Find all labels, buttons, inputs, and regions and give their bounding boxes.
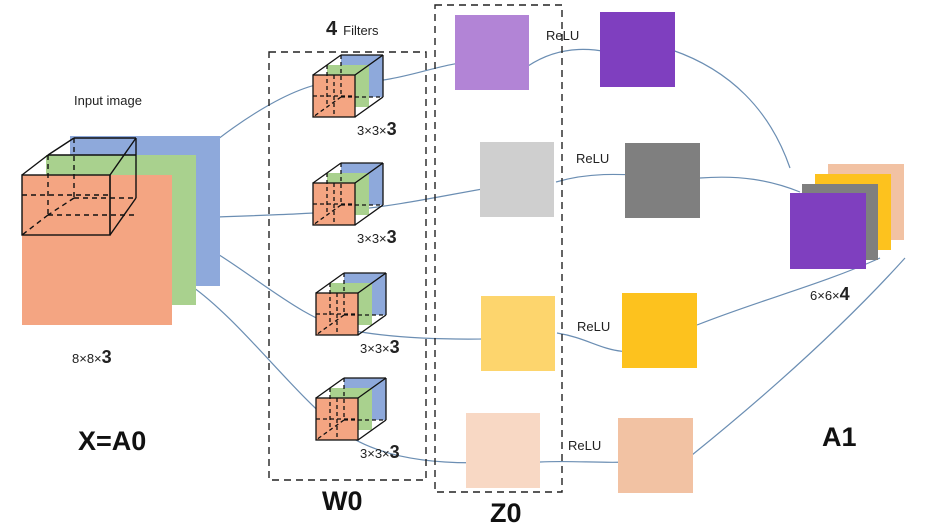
filter-dims-channels: 3	[390, 337, 400, 357]
filter-wireframe	[315, 272, 387, 336]
filters: 3×3×3 3×3×3 3×3×3 3×3×3	[312, 54, 400, 462]
activation-map-1	[600, 12, 675, 87]
activation-map-3	[622, 293, 697, 368]
output-name-label: A1	[822, 422, 857, 452]
input-name-label: X=A0	[78, 426, 146, 456]
activation-map-2	[625, 143, 700, 218]
filters-count: 4	[326, 18, 338, 40]
filter-wireframe	[312, 54, 384, 118]
filter-dims-label: 3×3×3	[357, 227, 397, 247]
relu-label-3: ReLU	[577, 319, 610, 334]
filter-1: 3×3×3	[312, 54, 397, 139]
relu-labels: ReLU ReLU ReLU ReLU	[546, 28, 610, 453]
z0-map-2	[480, 142, 554, 217]
filter-dims-channels: 3	[387, 119, 397, 139]
w0-group-box	[268, 51, 427, 481]
z0-map-3	[481, 296, 555, 371]
filter-4: 3×3×3	[315, 377, 400, 462]
filter-wireframe	[315, 377, 387, 441]
output-dims-channels: 4	[840, 284, 850, 304]
relu-label-1: ReLU	[546, 28, 579, 43]
relu-label-2: ReLU	[576, 151, 609, 166]
input-channel-orange	[22, 175, 172, 325]
filter-dims-channels: 3	[387, 227, 397, 247]
z0-map-4	[466, 413, 540, 488]
relu-label-4: ReLU	[568, 438, 601, 453]
output-map-1	[790, 193, 866, 269]
filter-dims-label: 3×3×3	[360, 337, 400, 357]
filter-3: 3×3×3	[315, 272, 400, 357]
filter-dims-label: 3×3×3	[360, 442, 400, 462]
output-stack	[790, 164, 904, 269]
input-dims-channels: 3	[102, 347, 112, 367]
activation-maps	[600, 12, 700, 493]
z0-group-box	[434, 4, 563, 493]
activation-map-4	[618, 418, 693, 493]
input-image-caption: Input image	[74, 93, 142, 108]
curve-a-to-output-4	[691, 257, 906, 456]
filter-wireframe	[312, 162, 384, 226]
input-image-volume	[21, 136, 220, 325]
output-dims-label: 6×6×4	[810, 284, 850, 304]
input-dims-label: 8×8×3	[72, 347, 112, 367]
input-receptive-field-cube	[21, 137, 137, 236]
filter-2: 3×3×3	[312, 162, 397, 247]
z0-label: Z0	[490, 498, 522, 524]
z0-map-1	[455, 15, 529, 90]
curve-a-to-output-2	[699, 176, 801, 193]
filter-dims-channels: 3	[390, 442, 400, 462]
curve-a-to-output-1	[671, 49, 791, 169]
w0-label: W0	[322, 486, 363, 516]
filter-dims-label: 3×3×3	[357, 119, 397, 139]
z0-maps	[455, 15, 555, 488]
